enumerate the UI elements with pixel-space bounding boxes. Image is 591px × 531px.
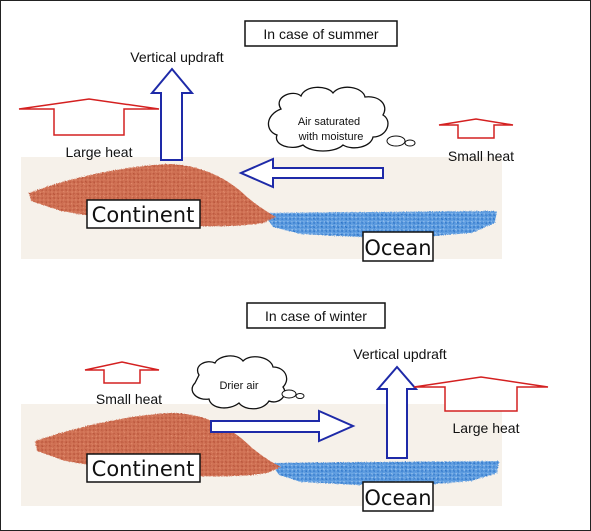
winter-ocean-label: Ocean (364, 486, 431, 510)
summer-moist-cloud: Air saturated with moisture (267, 86, 416, 152)
winter-dry-cloud: Drier air (191, 355, 305, 410)
summer-land-heat-label: Large heat (66, 144, 133, 160)
summer-cloud-line2: with moisture (298, 131, 364, 143)
summer-ocean (263, 211, 497, 237)
winter-title-box (246, 302, 386, 329)
summer-land-heat-arrow (18, 98, 160, 136)
winter-cloud-label: Drier air (219, 380, 258, 392)
summer-ocean-box (362, 231, 434, 262)
winter-continent-label: Continent (92, 457, 195, 481)
winter-continent-box (86, 453, 201, 483)
summer-continent-label: Continent (92, 203, 195, 227)
summer-updraft-label: Vertical updraft (130, 49, 223, 65)
winter-panel: In case of winter Small heat Drier air V… (21, 302, 549, 512)
winter-sea-heat-label: Large heat (453, 420, 520, 436)
winter-updraft-arrow (375, 365, 419, 459)
summer-sea-heat-label: Small heat (448, 148, 514, 164)
winter-wind-arrow (210, 409, 356, 443)
summer-updraft-arrow (149, 67, 195, 161)
summer-cloud-line1: Air saturated (298, 116, 360, 128)
summer-wind-arrow (238, 157, 384, 189)
summer-panel: In case of summer Vertical updraft Large… (18, 20, 514, 262)
winter-updraft-label: Vertical updraft (353, 346, 446, 362)
summer-continent-box (86, 199, 201, 229)
winter-ocean-box (362, 481, 434, 512)
summer-ocean-label: Ocean (364, 236, 431, 260)
summer-title-box (244, 20, 398, 47)
summer-title: In case of summer (263, 26, 378, 42)
winter-sea-heat-arrow (413, 376, 549, 412)
winter-ocean (271, 461, 499, 485)
winter-land-heat-arrow (84, 361, 160, 384)
winter-land-heat-label: Small heat (96, 391, 162, 407)
summer-sea-heat-arrow (438, 118, 514, 139)
winter-title: In case of winter (265, 308, 367, 324)
